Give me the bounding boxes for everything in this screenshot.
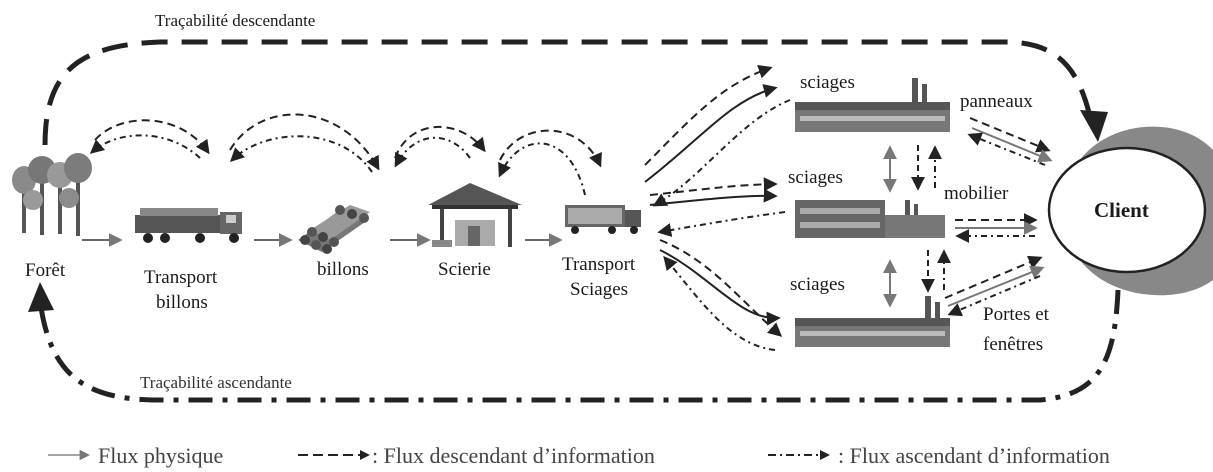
- title-descending: Traçabilité descendante: [155, 11, 315, 30]
- label-sciages-bot: sciages: [790, 274, 845, 295]
- sawn-timber-truck-icon: [565, 205, 641, 234]
- client-node: [1047, 126, 1213, 296]
- label-portes-2: fenêtres: [983, 334, 1043, 355]
- label-client: Client: [1094, 198, 1149, 222]
- flows-mobilier-client: [955, 213, 1038, 243]
- label-transport-sciages-2: Sciages: [570, 279, 628, 300]
- label-transport-billons-1: Transport: [144, 267, 218, 288]
- ascending-traceability-loop: [37, 289, 1121, 403]
- title-ascending: Traçabilité ascendante: [140, 373, 292, 392]
- ascending-traceability-arrowhead: [28, 282, 54, 312]
- flows-panneaux-client: [967, 117, 1053, 166]
- flows-portes-client: [944, 255, 1045, 317]
- info-loops-upstream: [89, 113, 602, 196]
- factory-top-icon: [795, 78, 950, 132]
- label-scierie: Scierie: [438, 259, 491, 280]
- legend-physique: Flux physique: [98, 443, 223, 468]
- factory-mid-icon: [795, 200, 945, 238]
- descending-traceability-arrowhead: [1080, 110, 1108, 142]
- fanout-to-sawmills: [644, 64, 791, 351]
- inter-sawmill-flows: [883, 145, 951, 308]
- label-mobilier: mobilier: [944, 183, 1009, 204]
- label-foret: Forêt: [25, 260, 66, 281]
- label-transport-sciages-1: Transport: [562, 254, 636, 275]
- label-sciages-top: sciages: [800, 72, 855, 93]
- legend-ascendant: : Flux ascendant d’information: [838, 443, 1110, 468]
- label-sciages-mid: sciages: [788, 167, 843, 188]
- label-portes-1: Portes et: [983, 304, 1050, 325]
- label-transport-billons-2: billons: [156, 292, 208, 313]
- legend: Flux physique : Flux descendant d’inform…: [48, 443, 1110, 468]
- forest-icon: [12, 153, 92, 236]
- label-billons: billons: [317, 259, 369, 280]
- sawmill-icon: [428, 183, 522, 247]
- legend-descendant: : Flux descendant d’information: [372, 443, 655, 468]
- descending-traceability-loop: [42, 39, 1095, 146]
- log-truck-icon: [135, 208, 242, 243]
- log-pile-icon: [298, 205, 370, 254]
- factory-bottom-icon: [795, 296, 950, 347]
- label-panneaux: panneaux: [960, 91, 1033, 112]
